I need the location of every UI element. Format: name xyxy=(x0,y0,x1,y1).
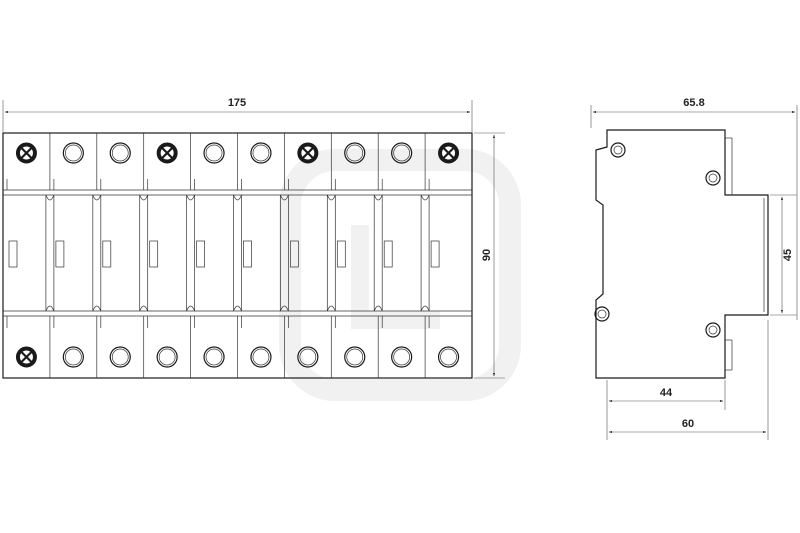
module-10 xyxy=(420,133,440,378)
terminal-ring-icon xyxy=(391,346,413,368)
side-terminal-bottom-left xyxy=(594,306,610,322)
module-2 xyxy=(45,133,65,378)
module-8 xyxy=(326,133,346,378)
side-profile-outline xyxy=(595,129,769,379)
module-fin xyxy=(420,195,430,311)
module-fin xyxy=(373,195,383,311)
side-terminal-top-left xyxy=(610,142,626,158)
side-depth-label: 65.8 xyxy=(683,97,704,109)
front-height-dimension: 90 xyxy=(474,132,505,379)
module-4 xyxy=(139,133,159,378)
side-view xyxy=(594,129,769,379)
module-1 xyxy=(6,179,18,328)
module-fin xyxy=(233,195,242,311)
bottom-terminal-4 xyxy=(156,346,178,368)
terminal-ring-icon xyxy=(250,346,272,368)
module-5 xyxy=(186,133,205,378)
module-7 xyxy=(280,133,299,378)
side-body-depth-label: 60 xyxy=(682,418,694,430)
module-window xyxy=(383,240,393,268)
module-fin xyxy=(139,195,149,311)
side-terminal-bottom-right xyxy=(705,322,721,338)
module-window xyxy=(336,240,346,268)
bottom-terminal-3 xyxy=(109,346,131,368)
top-terminal-9 xyxy=(391,142,413,164)
top-terminal-7 xyxy=(297,142,319,164)
module-fin xyxy=(45,195,55,311)
top-terminal-1 xyxy=(15,142,37,164)
terminal-ring-icon xyxy=(203,346,225,368)
bottom-terminal-6 xyxy=(250,346,272,368)
top-terminal-6 xyxy=(250,142,272,164)
bottom-terminal-7 xyxy=(297,346,319,368)
top-terminal-8 xyxy=(344,142,366,164)
terminal-ring-icon xyxy=(109,346,131,368)
terminal-ring-icon xyxy=(344,346,366,368)
side-front-depth-label: 44 xyxy=(660,387,673,399)
top-terminal-10 xyxy=(438,142,460,164)
terminal-ring-icon xyxy=(62,142,84,164)
module-window xyxy=(8,240,18,268)
module-fin xyxy=(186,195,195,311)
terminal-ring-icon xyxy=(62,346,84,368)
terminal-ring-icon xyxy=(156,346,178,368)
bottom-terminal-8 xyxy=(344,346,366,368)
top-terminal-5 xyxy=(203,142,225,164)
front-height-label: 90 xyxy=(481,249,493,261)
module-window xyxy=(430,240,440,268)
side-body-depth-dimension: 60 xyxy=(606,320,769,440)
module-window xyxy=(290,240,299,268)
terminal-ring-icon xyxy=(297,346,319,368)
top-terminal-4 xyxy=(156,142,178,164)
terminal-ring-icon xyxy=(344,142,366,164)
side-front-depth-dimension: 44 xyxy=(606,380,726,410)
module-window xyxy=(149,240,159,268)
bottom-terminal-10 xyxy=(437,346,460,368)
module-fin xyxy=(92,195,102,311)
side-rail-height-dimension: 45 xyxy=(770,194,797,316)
terminal-ring-icon xyxy=(391,142,413,164)
terminal-ring-icon xyxy=(250,142,272,164)
module-window xyxy=(243,240,252,268)
module-window xyxy=(196,240,205,268)
module-fin xyxy=(326,195,336,311)
top-terminal-2 xyxy=(62,142,84,164)
bottom-terminal-2 xyxy=(62,346,84,368)
front-view xyxy=(2,132,473,379)
side-depth-dimension: 65.8 xyxy=(590,97,798,320)
terminal-ring-icon xyxy=(437,346,460,368)
side-terminal-top-right xyxy=(705,170,721,186)
front-width-dimension: 175 xyxy=(2,97,473,132)
top-terminal-3 xyxy=(109,142,131,164)
front-width-label: 175 xyxy=(228,97,246,109)
terminal-ring-icon xyxy=(203,142,225,164)
module-fin xyxy=(280,195,289,311)
module-6 xyxy=(233,133,252,378)
bottom-terminal-5 xyxy=(203,346,225,368)
module-window xyxy=(55,240,65,268)
module-9 xyxy=(373,133,393,378)
bottom-terminal-1 xyxy=(15,346,37,368)
bottom-terminal-9 xyxy=(391,346,413,368)
side-rail-height-label: 45 xyxy=(782,249,794,261)
terminal-ring-icon xyxy=(109,142,131,164)
watermark-logo xyxy=(279,149,521,401)
module-3 xyxy=(92,133,112,378)
module-window xyxy=(102,240,112,268)
